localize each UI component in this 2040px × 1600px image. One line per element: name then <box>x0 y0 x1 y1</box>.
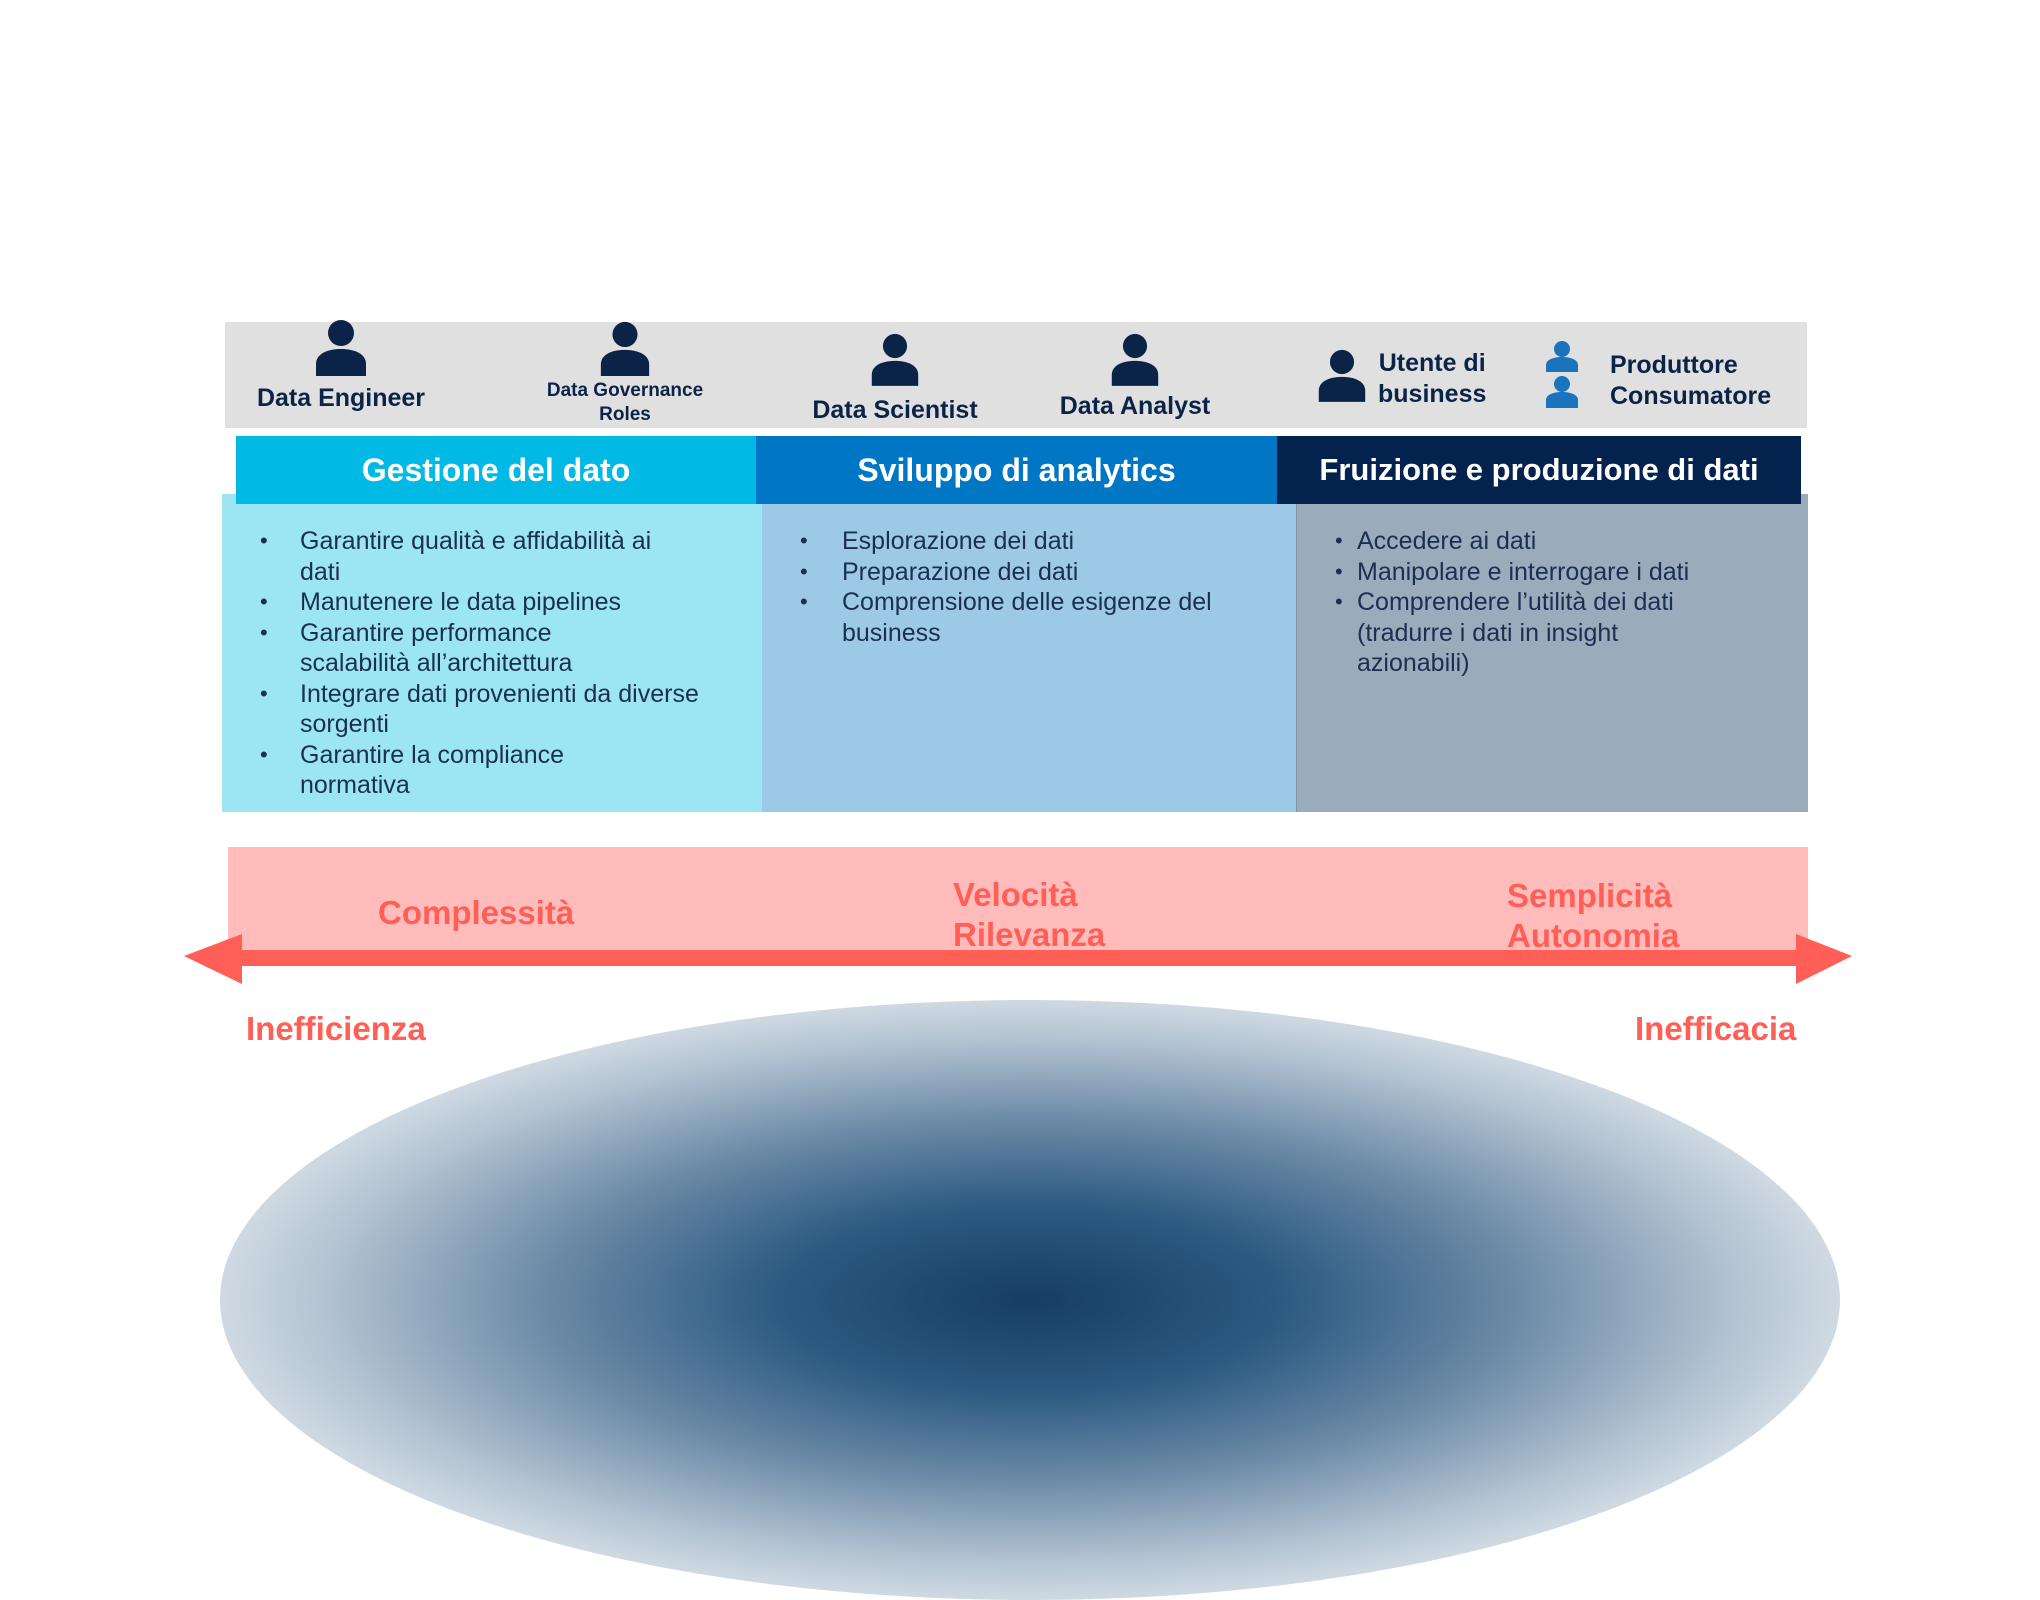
list-item: Preparazione dei dati <box>762 557 1262 588</box>
column-header-analytics: Sviluppo di analytics <box>756 436 1277 504</box>
bullet-list-analytics: Esplorazione dei dati Preparazione dei d… <box>762 526 1296 648</box>
person-icon <box>1318 349 1366 402</box>
double-arrow-icon <box>184 934 1852 984</box>
background-radial-glow <box>220 1000 1840 1600</box>
person-icon <box>316 320 366 376</box>
role-data-analyst: Data Analyst <box>1030 332 1240 421</box>
list-item: Manipolare e interrogare i dati <box>1297 557 1777 588</box>
list-item: Garantire performance scalabilità all’ar… <box>222 618 640 679</box>
bullet-list-gestione: Garantire qualità e affidabilità ai dati… <box>222 526 762 801</box>
list-item: Comprensione delle esigenze del business <box>762 587 1232 648</box>
column-body-fruizione: Accedere ai dati Manipolare e interrogar… <box>1296 494 1808 812</box>
column-body-analytics: Esplorazione dei dati Preparazione dei d… <box>762 494 1296 812</box>
person-icon <box>600 321 650 376</box>
role-data-engineer: Data Engineer <box>236 318 446 413</box>
bullet-list-fruizione: Accedere ai dati Manipolare e interrogar… <box>1297 526 1808 679</box>
list-item: Accedere ai dati <box>1297 526 1777 557</box>
spectrum-box <box>228 847 1808 951</box>
column-header-fruizione: Fruizione e produzione di dati <box>1277 436 1801 504</box>
label-inefficacia: Inefficacia <box>1635 1010 1797 1047</box>
list-item: Integrare dati provenienti da diverse so… <box>222 679 700 740</box>
label-inefficienza: Inefficienza <box>246 1010 426 1047</box>
list-item: Garantire la compliance normativa <box>222 740 650 801</box>
role-data-governance: Data Governance Roles <box>520 320 730 427</box>
column-header-gestione: Gestione del dato <box>236 436 756 504</box>
roles-band <box>225 322 1807 428</box>
two-persons-icon <box>1546 341 1578 408</box>
person-icon <box>1111 333 1159 386</box>
two-persons-icon-wrap <box>1544 340 1580 417</box>
list-item: Manutenere le data pipelines <box>222 587 762 618</box>
person-icon <box>871 333 919 386</box>
label-complessita: Complessità <box>378 894 575 931</box>
role-utente-business-icon-wrap <box>1316 348 1368 407</box>
list-item: Comprendere l’utilità dei dati (tradurre… <box>1297 587 1697 679</box>
list-item: Esplorazione dei dati <box>762 526 1262 557</box>
list-item: Garantire qualità e affidabilità ai dati <box>222 526 680 587</box>
label-velocita-rilevanza: Velocità Rilevanza <box>953 876 1106 953</box>
role-produttore-consumatore: Produttore Consumatore <box>1610 351 1772 410</box>
column-body-gestione: Garantire qualità e affidabilità ai dati… <box>222 494 762 812</box>
role-utente-business: Utente di business <box>1378 349 1487 408</box>
label-semplicita-autonomia: Semplicità Autonomia <box>1507 877 1680 954</box>
role-data-scientist: Data Scientist <box>790 332 1000 425</box>
